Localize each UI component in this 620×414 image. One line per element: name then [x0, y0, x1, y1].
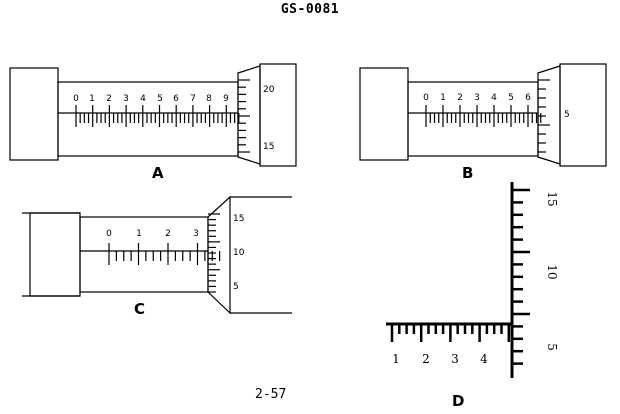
figure-b-num: 2 [457, 93, 463, 103]
figure-b-frame [359, 67, 409, 161]
figure-b-thimble-numbers: 5 [564, 110, 570, 120]
figure-d-label: D [452, 392, 465, 410]
figure-b-num: 4 [491, 93, 497, 103]
figure-a-thimble [259, 63, 297, 167]
figure-b-sleeve-numbers: 0 1 2 3 4 5 6 [423, 93, 531, 103]
figure-c-micrometer [22, 195, 292, 315]
figure-c-frame-edges [22, 212, 80, 297]
figure-a-num: 8 [206, 94, 212, 104]
figure-b-sleeve-ticks [425, 105, 542, 127]
figure-d-h-num: 2 [422, 352, 430, 366]
figure-c-sleeve-numbers: 0 1 2 3 [106, 229, 199, 239]
figure-b-thimble-ticks [538, 79, 550, 153]
figure-b-num: 0 [423, 93, 429, 103]
figure-b-num: 3 [474, 93, 480, 103]
figure-d-h-num: 4 [480, 352, 488, 366]
figure-d-vertical-numbers: 15 10 5 [545, 191, 559, 350]
figure-a-num: 6 [173, 94, 179, 104]
figure-c-num: 0 [106, 229, 112, 239]
figure-d-h-num: 3 [451, 352, 459, 366]
figure-c-spindle [230, 196, 292, 314]
figure-c-sleeve [79, 216, 209, 293]
figure-b-thimble-num: 5 [564, 110, 570, 120]
figure-a-frame [9, 67, 59, 161]
figure-d-h-num: 1 [392, 352, 400, 366]
figure-d-horizontal-ticks [390, 324, 511, 342]
figure-a-label: A [152, 164, 164, 182]
figure-d-v-num: 10 [545, 264, 559, 279]
figure-a-num: 7 [190, 94, 196, 104]
figure-a-num: 9 [223, 94, 229, 104]
figure-a-num: 3 [123, 94, 129, 104]
figure-c-num: 3 [193, 229, 199, 239]
figure-a-thimble-ticks [238, 79, 250, 153]
figure-b-label: B [462, 164, 474, 182]
figure-a-thimble-numbers: 20 15 [263, 85, 275, 152]
figure-a-micrometer [9, 63, 297, 167]
figure-b-num: 6 [525, 93, 531, 103]
figure-d-v-num: 15 [545, 191, 559, 206]
figure-c-thimble-num: 5 [233, 282, 239, 292]
figure-a-num: 5 [157, 94, 163, 104]
figure-d-vertical-ticks [512, 188, 530, 365]
figure-c-num: 1 [136, 229, 142, 239]
figure-b-micrometer [359, 63, 607, 167]
figure-a-thimble-num: 15 [263, 142, 274, 152]
figure-c-thimble-num: 10 [233, 248, 245, 258]
figure-a-sleeve-ticks [75, 105, 240, 127]
figure-a-num: 2 [106, 94, 112, 104]
figure-c-thimble-num: 15 [233, 214, 244, 224]
figure-c-frame [29, 212, 81, 297]
figure-d-v-num: 5 [545, 343, 559, 351]
figure-b-num: 1 [440, 93, 446, 103]
figure-c-thimble-ticks [208, 213, 220, 293]
figure-a-num: 0 [73, 94, 79, 104]
figure-c-num: 2 [165, 229, 171, 239]
figure-a-num: 1 [89, 94, 95, 104]
figure-d-horizontal-numbers: 1 2 3 4 [392, 352, 488, 366]
figure-c-thimble-numbers: 15 10 5 [233, 214, 245, 292]
page-number: 2-57 [255, 387, 287, 402]
figure-b-num: 5 [508, 93, 514, 103]
figure-a-num: 4 [140, 94, 146, 104]
figure-a-sleeve-numbers: 0 1 2 3 4 5 6 7 8 9 [73, 94, 229, 104]
figure-b-thimble [559, 63, 607, 167]
figure-a-thimble-bevel [237, 65, 261, 165]
document-id: GS-0081 [280, 2, 340, 17]
figure-d-scales [386, 182, 530, 378]
figure-c-label: C [134, 300, 146, 318]
figure-c-sleeve-ticks [108, 243, 221, 265]
figure-a-thimble-num: 20 [263, 85, 275, 95]
